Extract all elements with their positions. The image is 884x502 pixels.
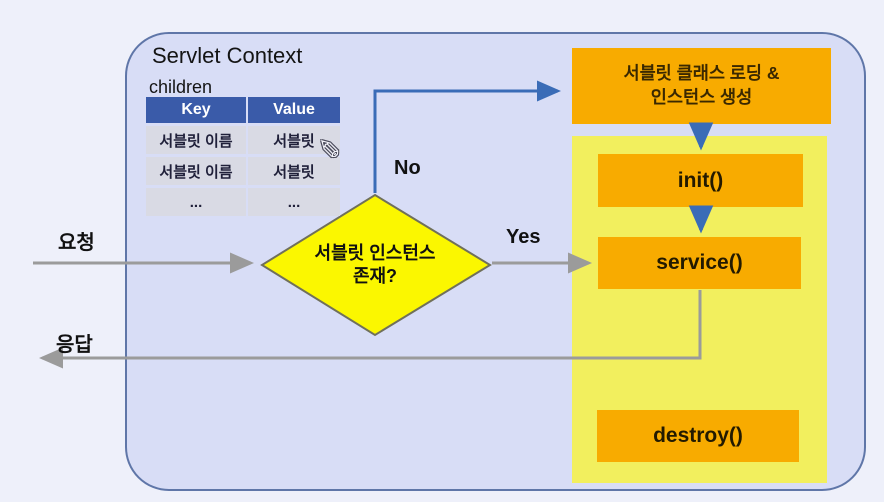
decision-line2: 존재? <box>352 266 398 286</box>
table-cell-key: 서블릿 이름 <box>146 157 246 185</box>
service-method-box: service() <box>598 237 801 289</box>
class-loading-line2: 인스턴스 생성 <box>650 87 753 107</box>
decision-line1: 서블릿 인스턴스 <box>314 242 436 263</box>
destroy-method-box: destroy() <box>597 410 799 462</box>
table-cell-value: 서블릿 <box>248 157 340 185</box>
class-loading-box: 서블릿 클래스 로딩 & 인스턴스 생성 <box>572 48 831 124</box>
table-cell-value: 서블릿 <box>248 126 340 154</box>
table-header-key: Key <box>146 97 246 123</box>
decision-label: 서블릿 인스턴스 존재? <box>262 195 488 335</box>
pencil-cursor-icon: ✎ <box>318 132 341 162</box>
class-loading-line1: 서블릿 클래스 로딩 & <box>623 63 780 84</box>
table-cell-key: 서블릿 이름 <box>146 126 246 154</box>
children-label: children <box>149 77 213 97</box>
request-label: 요청 <box>58 232 95 254</box>
no-label: No <box>394 157 421 179</box>
panel-title: Servlet Context <box>152 43 303 68</box>
init-method-box: init() <box>598 154 803 207</box>
yes-label: Yes <box>506 226 541 248</box>
table-cell-key: ... <box>146 188 246 216</box>
table-header-value: Value <box>248 97 340 123</box>
response-label: 응답 <box>56 334 93 356</box>
